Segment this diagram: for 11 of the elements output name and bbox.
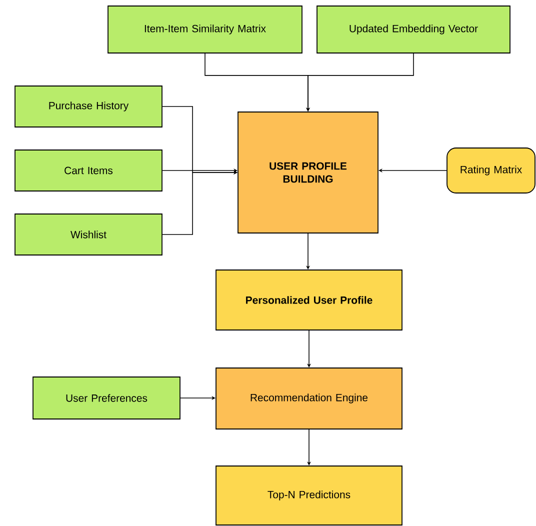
input-box: Cart Items (14, 150, 162, 192)
input-box: Purchase History (14, 86, 162, 128)
process-box: Recommendation Engine (216, 368, 402, 430)
input-box: Updated Embedding Vector (316, 6, 510, 54)
output-box: Top-N Predictions (216, 466, 402, 526)
input-box: User Preferences (32, 376, 180, 420)
input-box: Item-Item Similarity Matrix (108, 6, 302, 54)
output-box: Personalized User Profile (216, 270, 402, 330)
input-box: Wishlist (14, 214, 162, 256)
input-box: Rating Matrix (446, 148, 536, 194)
process-box: USER PROFILE BUILDING (238, 112, 378, 234)
